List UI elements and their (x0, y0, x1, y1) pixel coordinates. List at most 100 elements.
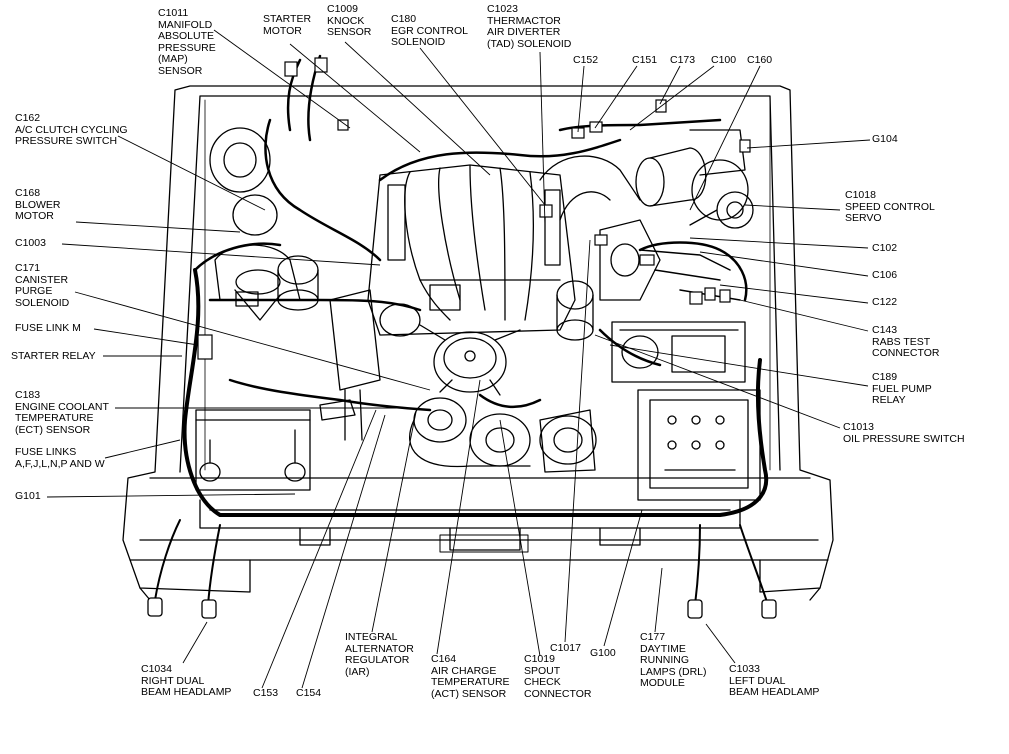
label-line: REGULATOR (345, 654, 410, 666)
label-line: BLOWER (15, 198, 61, 211)
label-line: C183 (15, 389, 41, 401)
label-g104: G104 (872, 133, 898, 146)
label-line: C1019 (524, 653, 555, 665)
label-line: LAMPS (DRL) (640, 665, 707, 678)
headlamp-connectors (147, 597, 777, 619)
label-line: AIR DIVERTER (487, 26, 561, 38)
label-line: TEMPERATURE (431, 676, 510, 688)
label-line: C1003 (15, 237, 46, 249)
label-line: C1023 (487, 3, 518, 15)
label-line: LEFT DUAL (729, 674, 786, 687)
label-line: (IAR) (345, 665, 370, 678)
label-c154: C154 (296, 687, 321, 700)
connector-blocks (197, 57, 751, 360)
label-line: ABSOLUTE (158, 30, 215, 42)
label-line: C171 (15, 262, 41, 274)
label-line: INTEGRAL (345, 631, 398, 643)
label-line: G104 (872, 133, 898, 145)
label-line: ALTERNATOR (345, 642, 414, 655)
canister (235, 255, 319, 311)
label-line: FUEL PUMP (872, 382, 932, 395)
fuse-box (637, 389, 761, 501)
label-line: A,F,J,L,N,P AND W (15, 457, 105, 470)
label-line: G101 (15, 490, 41, 502)
engine-block (367, 164, 576, 336)
label-c173: C173 (670, 54, 696, 67)
label-line: SENSOR (327, 26, 372, 38)
alternator (539, 409, 597, 473)
wiring-harness (154, 54, 769, 606)
starter-area (319, 289, 421, 441)
label-c1017: C1017 (550, 642, 581, 655)
label-line: SERVO (845, 212, 882, 224)
label-c1003: C1003 (15, 237, 46, 250)
vehicle-body-outline (122, 85, 834, 601)
label-line: G100 (590, 647, 616, 659)
label-line: C100 (711, 54, 737, 66)
label-c102: C102 (872, 242, 898, 255)
radiator-support (199, 499, 741, 553)
label-line: C1011 (158, 7, 189, 19)
label-line: CANISTER (15, 273, 69, 286)
label-line: C151 (632, 54, 658, 66)
label-line: (ACT) SENSOR (431, 687, 507, 700)
label-line: SPOUT (524, 664, 561, 677)
label-line: RABS TEST (872, 335, 931, 348)
label-line: C102 (872, 242, 898, 254)
label-line: C173 (670, 54, 696, 66)
label-line: CONNECTOR (524, 687, 592, 700)
label-g101: G101 (15, 490, 41, 503)
label-line: C153 (253, 687, 279, 699)
battery (195, 409, 311, 491)
label-line: C143 (872, 324, 898, 336)
label-c153: C153 (253, 687, 279, 700)
label-c160: C160 (747, 54, 773, 67)
coolant-reservoir (611, 321, 746, 383)
water-pump-pulleys (409, 397, 531, 468)
label-line: BEAM HEADLAMP (729, 686, 820, 698)
label-line: SOLENOID (391, 36, 446, 48)
label-line: C189 (872, 371, 898, 383)
label-line: C177 (640, 631, 666, 643)
label-line: RIGHT DUAL (141, 674, 205, 687)
label-c122: C122 (872, 296, 897, 309)
leader-lines (46, 29, 871, 689)
label-line: C160 (747, 54, 773, 66)
label-line: C1013 (843, 421, 874, 433)
label-line: MANIFOLD (158, 18, 213, 31)
label-line: STARTER RELAY (11, 350, 96, 362)
label-c106: C106 (872, 269, 897, 282)
label-c152: C152 (573, 54, 599, 67)
label-line: C168 (15, 187, 41, 199)
label-line: EGR CONTROL (391, 24, 469, 37)
label-line: KNOCK (327, 14, 365, 27)
label-line: C162 (15, 112, 41, 124)
label-line: CONNECTOR (872, 347, 940, 359)
label-fuse-link-m: FUSE LINK M (15, 322, 81, 335)
label-line: ENGINE COOLANT (15, 400, 109, 413)
label-line: C152 (573, 54, 599, 66)
label-line: (TAD) SOLENOID (487, 37, 572, 50)
label-line: AIR CHARGE (431, 664, 497, 677)
label-line: C1009 (327, 3, 358, 15)
label-line: A/C CLUTCH CYCLING (15, 123, 128, 136)
label-c100: C100 (711, 54, 737, 67)
label-line: SENSOR (158, 64, 203, 77)
